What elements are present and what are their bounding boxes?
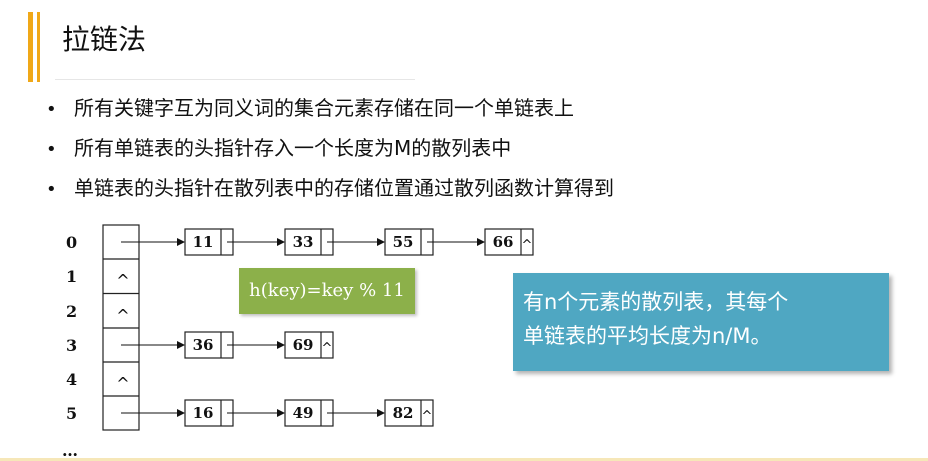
- node-value: 82: [393, 404, 414, 422]
- hash-function-box: h(key)=key % 11: [239, 268, 415, 314]
- bucket-index: 0: [66, 233, 77, 252]
- null-pointer: ^: [522, 238, 533, 253]
- note-line: 有n个元素的散列表，其每个: [523, 290, 789, 314]
- null-pointer: ^: [116, 306, 129, 325]
- bullet-dot: •: [46, 139, 57, 160]
- bucket-index: 3: [66, 336, 77, 355]
- bullet-text: 所有单链表的头指针存入一个长度为M的散列表中: [74, 136, 512, 160]
- bullet-item: • 所有关键字互为同义词的集合元素存储在同一个单链表上: [46, 90, 614, 130]
- ellipsis: …: [62, 441, 78, 460]
- bucket-index: 5: [66, 404, 77, 423]
- bullet-list: • 所有关键字互为同义词的集合元素存储在同一个单链表上 • 所有单链表的头指针存入一…: [46, 90, 614, 210]
- node-value: 11: [193, 233, 214, 251]
- bullet-text: 所有关键字互为同义词的集合元素存储在同一个单链表上: [74, 96, 574, 120]
- node-value: 66: [493, 233, 514, 251]
- list-node: [184, 399, 234, 427]
- accent-bar: [28, 12, 33, 82]
- list-node: [384, 399, 434, 427]
- list-node: [184, 331, 234, 359]
- node-value: 33: [293, 233, 314, 251]
- list-node: [284, 331, 334, 359]
- accent-bar-thin: [37, 12, 40, 82]
- bullet-item: • 单链表的头指针在散列表中的存储位置通过散列函数计算得到: [46, 170, 614, 210]
- title-divider: [55, 79, 415, 80]
- list-node: [284, 228, 334, 256]
- page-title: 拉链法: [62, 23, 147, 56]
- note-line: 单链表的平均长度为n/M。: [523, 324, 772, 348]
- null-pointer: ^: [422, 409, 433, 424]
- bullet-item: • 所有单链表的头指针存入一个长度为M的散列表中: [46, 130, 614, 170]
- note-box: 有n个元素的散列表，其每个 单链表的平均长度为n/M。: [513, 273, 889, 371]
- bucket-index: 2: [66, 302, 77, 321]
- bucket-index: 4: [66, 370, 77, 389]
- node-value: 36: [193, 336, 214, 354]
- list-node: [184, 228, 234, 256]
- node-value: 16: [193, 404, 214, 422]
- bullet-dot: •: [46, 99, 57, 120]
- null-pointer: ^: [116, 374, 129, 393]
- bucket-index: 1: [66, 267, 77, 286]
- node-value: 69: [293, 336, 314, 354]
- footer-rule: [0, 458, 928, 461]
- node-value: 49: [293, 404, 314, 422]
- null-pointer: ^: [322, 341, 333, 356]
- node-value: 55: [393, 233, 414, 251]
- bullet-dot: •: [46, 179, 57, 200]
- list-node: [284, 399, 334, 427]
- null-pointer: ^: [116, 271, 129, 290]
- list-node: [484, 228, 534, 256]
- bullet-text: 单链表的头指针在散列表中的存储位置通过散列函数计算得到: [74, 176, 614, 200]
